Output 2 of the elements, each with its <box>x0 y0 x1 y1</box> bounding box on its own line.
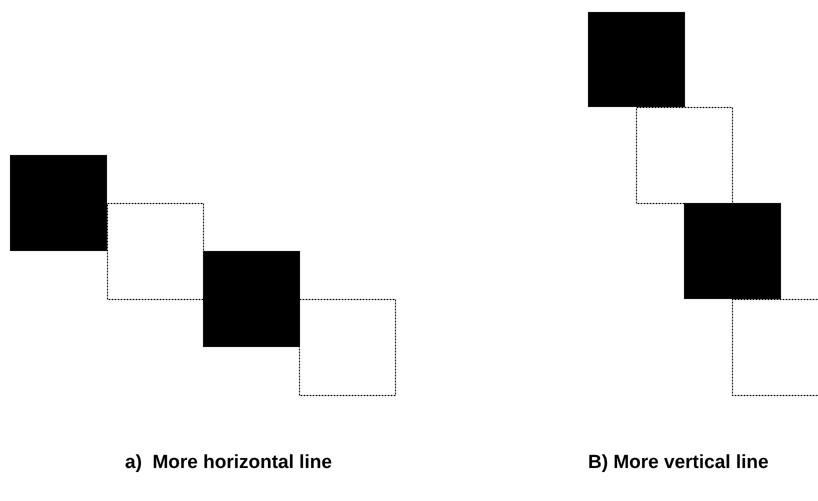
panel-caption: B) More vertical line <box>588 452 769 474</box>
panel-caption: a) More horizontal line <box>125 452 332 474</box>
